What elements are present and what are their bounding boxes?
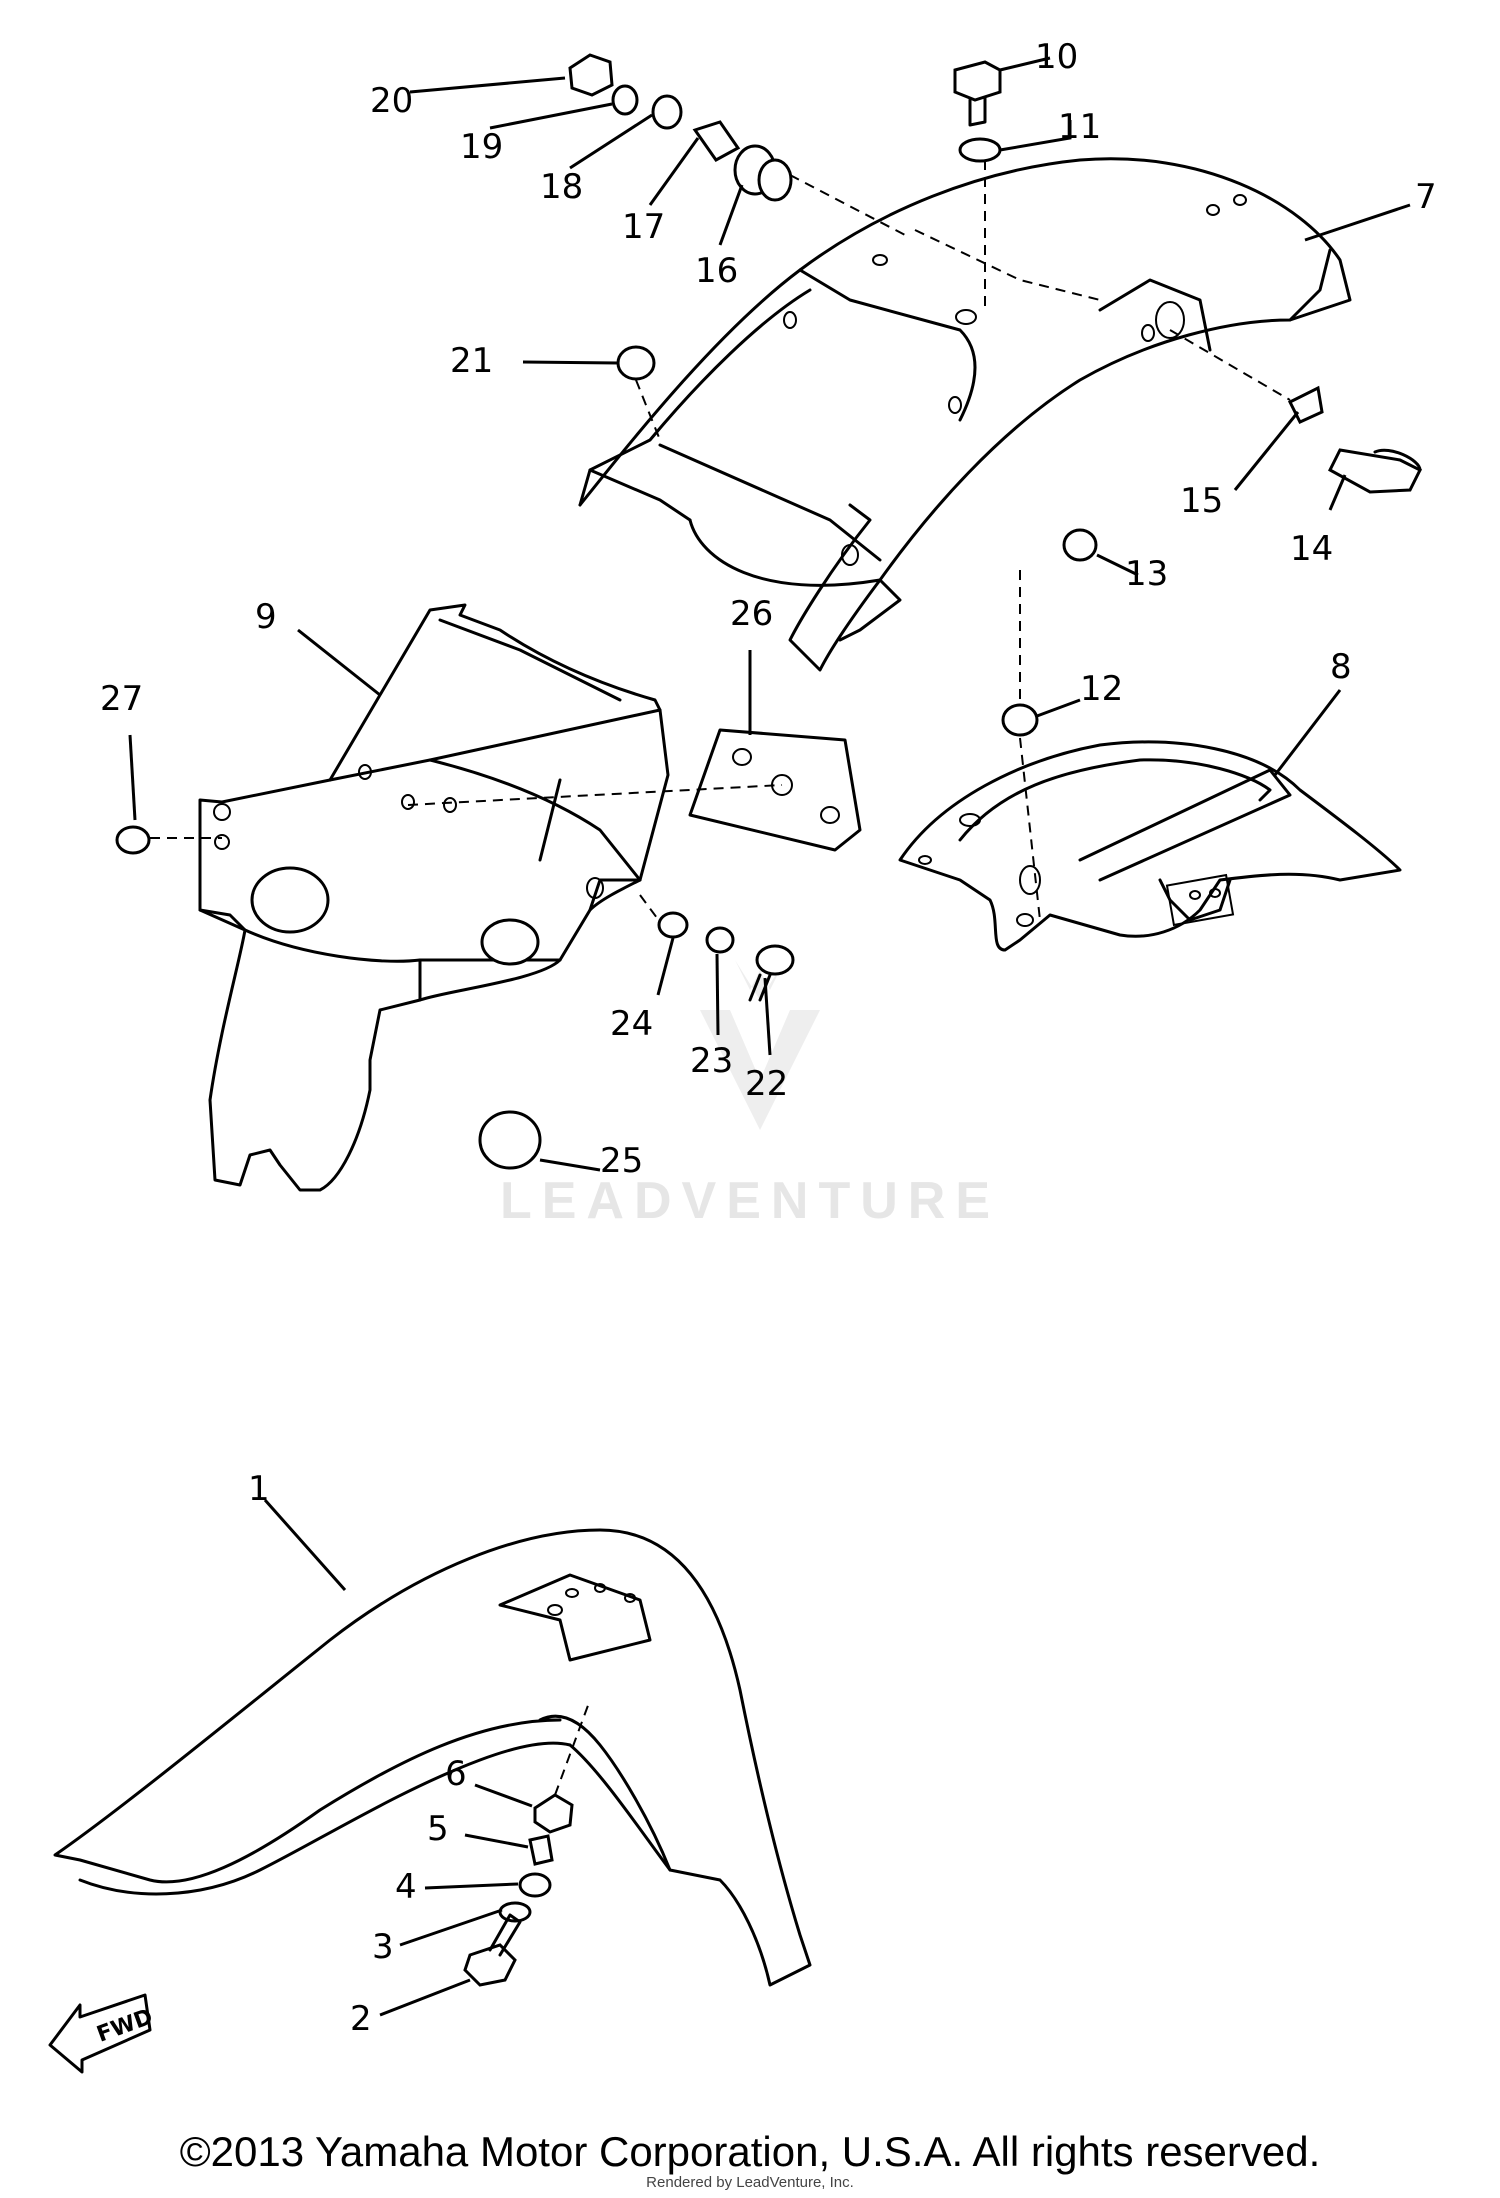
headlight-cover-9	[198, 603, 670, 1192]
spacer-18	[651, 94, 683, 130]
callout-12: 12	[1080, 669, 1123, 709]
nut-20	[568, 53, 614, 97]
grommet-27	[115, 825, 151, 855]
callout-27: 27	[100, 679, 143, 719]
bolt-14	[1328, 448, 1423, 494]
callout-25: 25	[600, 1141, 643, 1181]
callout-7: 7	[1415, 177, 1437, 217]
callout-13: 13	[1125, 554, 1168, 594]
front-fender-1	[53, 1528, 812, 1987]
assembly-line	[1019, 737, 1041, 921]
callout-14: 14	[1290, 529, 1333, 569]
callout-16: 16	[695, 251, 738, 291]
assembly-line	[639, 894, 661, 923]
callout-24: 24	[610, 1004, 653, 1044]
fwd-arrow-icon: FWD	[48, 1993, 156, 2074]
washer-24	[657, 911, 689, 939]
callout-9: 9	[255, 597, 277, 637]
collar-17	[692, 120, 741, 162]
callout-21: 21	[450, 341, 493, 381]
callout-15: 15	[1180, 481, 1223, 521]
cap-25	[478, 1110, 542, 1170]
callout-17: 17	[622, 207, 665, 247]
lock-washer-23	[705, 926, 735, 954]
collar-5	[528, 1834, 554, 1866]
callout-8: 8	[1330, 647, 1352, 687]
callout-19: 19	[460, 127, 503, 167]
assembly-line	[789, 174, 906, 236]
callout-11: 11	[1058, 107, 1101, 147]
watermark-logo	[700, 960, 820, 1130]
washer-4	[518, 1872, 552, 1898]
assembly-line	[407, 784, 783, 806]
washer-19	[611, 84, 639, 116]
nut-6	[533, 1793, 574, 1834]
rendered-by-notice: Rendered by LeadVenture, Inc.	[646, 2174, 854, 2191]
assembly-line	[1169, 329, 1291, 401]
damper-16	[733, 144, 793, 202]
assembly-line	[635, 379, 661, 441]
callout-10: 10	[1035, 37, 1078, 77]
callout-26: 26	[730, 594, 773, 634]
callout-labels: 20 19 18 17 16 10 11 7 21 15 14 13 12 8 …	[100, 37, 1437, 2039]
callout-23: 23	[690, 1041, 733, 1081]
watermark-text: LEADVENTURE	[500, 1172, 1000, 1230]
bolt-10	[953, 60, 1002, 127]
bolt-2	[463, 1913, 522, 1987]
callout-3: 3	[372, 1927, 394, 1967]
nut-12	[1001, 703, 1039, 737]
assembly-line	[914, 229, 1101, 301]
screw-22	[748, 944, 795, 1002]
nut-21	[616, 345, 656, 381]
callout-2: 2	[350, 1999, 372, 2039]
washer-11	[958, 137, 1002, 163]
nut-13	[1062, 528, 1098, 562]
copyright-notice: ©2013 Yamaha Motor Corporation, U.S.A. A…	[179, 2128, 1321, 2175]
plate-26	[688, 728, 862, 852]
callout-5: 5	[427, 1809, 449, 1849]
callout-18: 18	[540, 167, 583, 207]
callout-22: 22	[745, 1064, 788, 1104]
rear-fender-7	[578, 157, 1352, 672]
callout-20: 20	[370, 81, 413, 121]
callout-1: 1	[248, 1469, 270, 1509]
callout-6: 6	[445, 1754, 467, 1794]
callout-4: 4	[395, 1867, 417, 1907]
rear-fender-8	[898, 740, 1402, 952]
